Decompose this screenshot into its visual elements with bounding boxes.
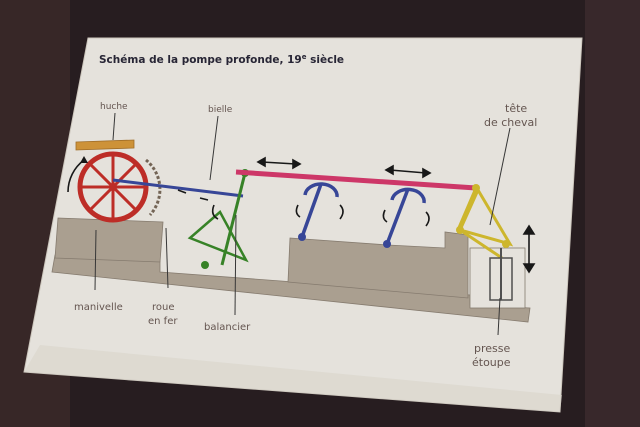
pump-arm-1 xyxy=(300,182,339,238)
main-pink-rod xyxy=(235,169,477,191)
wheel-arrow-head xyxy=(80,156,88,163)
label-etoupe: étoupe xyxy=(472,356,511,369)
left-block xyxy=(54,217,164,263)
card-shading xyxy=(24,345,562,412)
balancier-pivot-bottom xyxy=(201,261,209,269)
card-title: Schéma de la pompe profonde, 19e siècle xyxy=(99,53,344,66)
motion-arrows xyxy=(177,156,536,274)
label-presse: presse xyxy=(474,342,510,355)
right-panel xyxy=(585,0,640,427)
label-bielle: bielle xyxy=(208,105,233,115)
horse-head-node-1 xyxy=(472,184,480,192)
label-de-cheval: de cheval xyxy=(484,116,537,129)
middle-block xyxy=(287,231,469,299)
horse-head-node-2 xyxy=(456,226,464,234)
pump-arm-2 xyxy=(385,187,426,245)
label-roue: roue xyxy=(152,302,175,313)
label-en-fer: en fer xyxy=(148,316,178,327)
horse-head-node-3 xyxy=(502,240,510,248)
horse-head-mechanism xyxy=(456,186,514,260)
pump-arm-1-pivot xyxy=(298,233,306,241)
bielle-rod xyxy=(112,178,244,198)
huche-trough xyxy=(75,139,135,151)
pump-arm-2-pivot xyxy=(383,240,391,248)
leader-lines xyxy=(94,112,511,336)
label-balancier: balancier xyxy=(204,322,251,333)
label-manivelle: manivelle xyxy=(74,302,123,313)
label-tete: tête xyxy=(505,102,527,115)
label-huche: huche xyxy=(100,102,128,112)
balancier-assembly xyxy=(187,172,249,266)
